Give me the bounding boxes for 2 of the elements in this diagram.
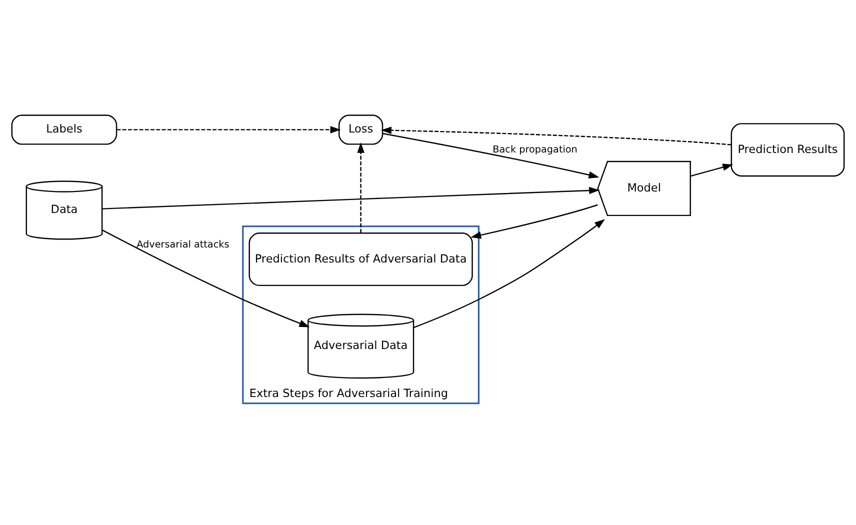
edge-label: Back propagation (492, 144, 578, 156)
edge-label: Adversarial attacks (136, 240, 230, 251)
